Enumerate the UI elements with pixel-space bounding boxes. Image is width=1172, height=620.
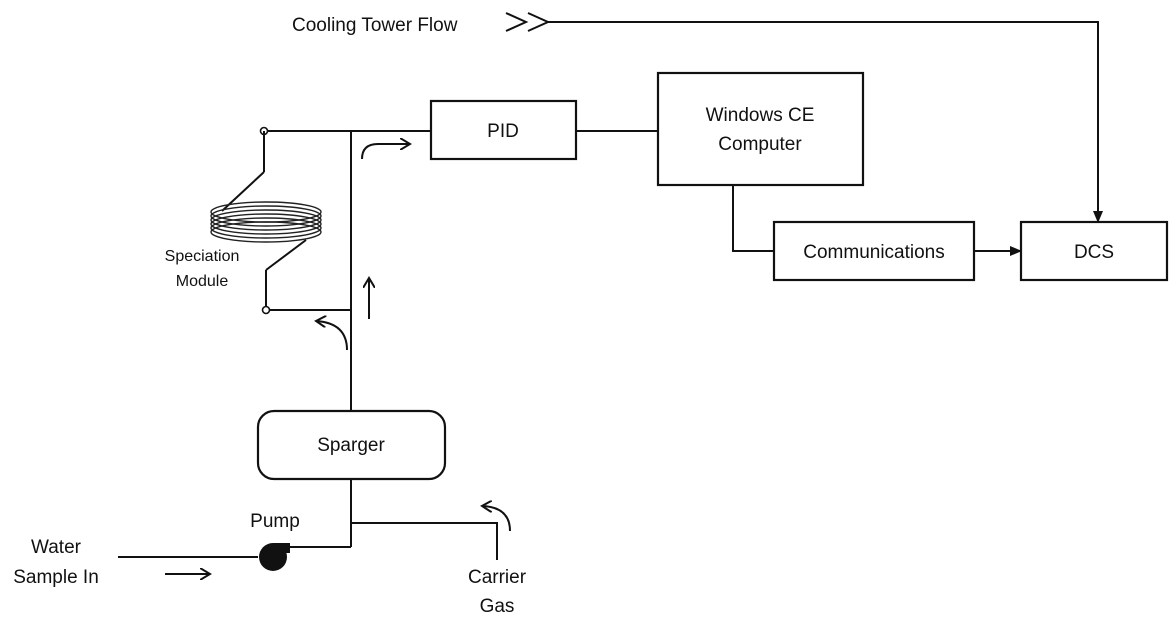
water-label-line1: Water (31, 537, 82, 558)
carrier-label-line1: Carrier (468, 567, 527, 588)
dcs-box (1019, 220, 1169, 282)
pid-box (429, 99, 578, 161)
bottom-junction-node (261, 305, 271, 315)
flow-to-speciation-arrow-icon (316, 321, 348, 351)
pump-label: Pump (250, 511, 300, 532)
coil-icon (210, 201, 322, 243)
windows-ce-label-line2: Computer (718, 134, 802, 155)
speciation-module: Speciation Module (165, 131, 351, 315)
carrier-gas-line (351, 522, 498, 560)
cooling-tower-chevron-1-icon (505, 12, 529, 32)
carrier-gas-flow-arrow-icon (482, 506, 511, 532)
dcs-label: DCS (1074, 242, 1114, 263)
water-label-line2: Sample In (13, 567, 99, 588)
cooling-tower-flow-signal: Cooling Tower Flow (292, 12, 1103, 223)
speciation-label-line2: Module (176, 273, 229, 290)
computer-to-communications-line (732, 185, 774, 252)
pump-icon (259, 543, 290, 571)
sparger-label: Sparger (317, 435, 385, 456)
windows-ce-computer-box (656, 71, 865, 187)
speciation-label-line1: Speciation (165, 248, 240, 265)
cooling-tower-chevron-2-icon (527, 12, 551, 32)
communications: Communications (772, 220, 976, 282)
speciation-outlet-diagonal (265, 239, 307, 271)
sparger: Sparger (256, 409, 447, 481)
windows-ce-label-line1: Windows CE (706, 105, 815, 126)
pid-label: PID (487, 121, 519, 142)
windows-ce-computer: Windows CE Computer (656, 71, 865, 187)
dcs: DCS (1019, 220, 1169, 282)
communications-label: Communications (803, 242, 945, 263)
cooling-tower-to-dcs-line (548, 21, 1103, 223)
flow-to-pid-arrow-icon (361, 144, 410, 160)
pid-detector: PID (429, 99, 578, 161)
carrier-label-line2: Gas (480, 596, 515, 617)
cooling-tower-flow-label: Cooling Tower Flow (292, 15, 458, 36)
